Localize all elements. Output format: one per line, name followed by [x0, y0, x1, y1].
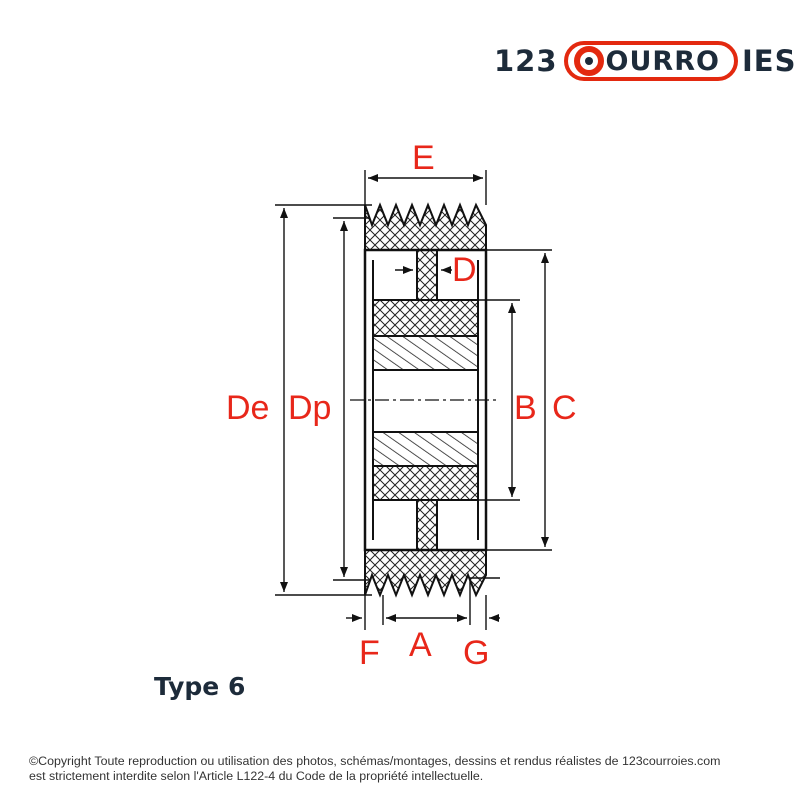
dimension-arrows: [280, 174, 549, 622]
copyright-line-2: est strictement interdite selon l'Articl…: [29, 769, 484, 783]
dimension-label-de: De: [226, 389, 270, 427]
dimension-label-dp: Dp: [288, 389, 332, 427]
pulley-type-label: Type 6: [154, 672, 246, 701]
dimension-label-g: G: [463, 634, 490, 672]
logo-ring-icon: [573, 46, 604, 76]
hub-boss: [372, 299, 479, 501]
dimension-label-d: D: [452, 251, 477, 289]
dimension-label-a: A: [409, 626, 432, 664]
logo-prefix: 123: [494, 44, 558, 78]
copyright-line-1: ©Copyright Toute reproduction ou utilisa…: [29, 754, 721, 768]
bottom-rim: [364, 499, 487, 598]
dimension-label-c: C: [552, 389, 577, 427]
logo-suffix: IES: [741, 44, 797, 78]
dimension-label-f: F: [359, 634, 380, 672]
top-rim: [364, 202, 487, 301]
dimension-label-b: B: [514, 389, 537, 427]
logo-badge-text: OURRO: [605, 45, 720, 77]
brand-logo: 123 OURRO IES: [494, 36, 796, 86]
dimension-label-e: E: [412, 139, 435, 177]
logo-badge: OURRO: [563, 41, 738, 81]
copyright-notice: ©Copyright Toute reproduction ou utilisa…: [29, 754, 789, 784]
dimension-lines: [275, 170, 552, 630]
